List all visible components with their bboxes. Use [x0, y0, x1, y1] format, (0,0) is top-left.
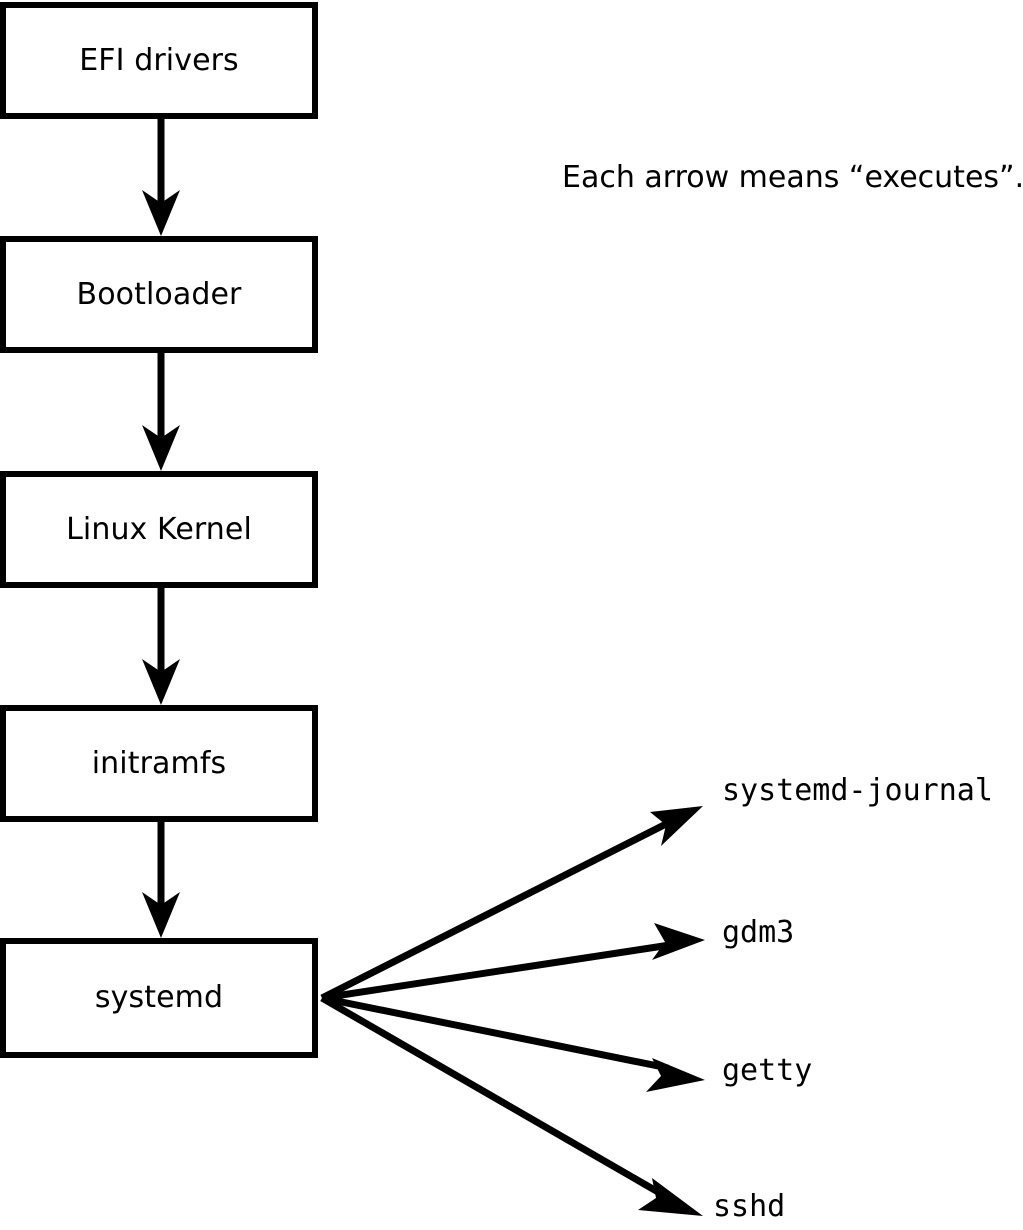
arrow-systemd-to-gdm3 [321, 923, 705, 1002]
boot-chain-arrows [142, 119, 180, 938]
stage-box-initramfs[interactable]: initramfs [0, 705, 318, 822]
stage-box-efi-drivers[interactable]: EFI drivers [0, 2, 318, 119]
stage-label-efi-drivers: EFI drivers [79, 42, 239, 78]
arrow-systemd-to-getty [321, 994, 705, 1092]
arrow-linux-kernel-to-initramfs [142, 588, 180, 705]
stage-label-bootloader: Bootloader [76, 276, 242, 312]
arrow-initramfs-to-systemd [142, 822, 180, 938]
service-label-systemd-journal[interactable]: systemd-journal [722, 773, 993, 808]
legend-note: Each arrow means “executes”. [562, 160, 1023, 195]
stage-label-initramfs: initramfs [91, 745, 227, 781]
stage-box-bootloader[interactable]: Bootloader [0, 236, 318, 353]
arrow-systemd-to-sshd [320, 994, 703, 1216]
arrow-systemd-to-systemd-journal [320, 806, 703, 1002]
service-label-gdm3[interactable]: gdm3 [722, 915, 795, 950]
arrow-efi-drivers-to-bootloader [142, 119, 180, 236]
stage-label-systemd: systemd [94, 980, 224, 1015]
stage-box-systemd[interactable]: systemd [0, 938, 318, 1058]
service-label-sshd[interactable]: sshd [713, 1189, 786, 1224]
service-label-getty[interactable]: getty [722, 1053, 813, 1088]
arrow-bootloader-to-linux-kernel [142, 353, 180, 471]
stage-label-linux-kernel: Linux Kernel [66, 511, 252, 547]
stage-box-linux-kernel[interactable]: Linux Kernel [0, 471, 318, 588]
systemd-service-arrows [320, 806, 705, 1216]
